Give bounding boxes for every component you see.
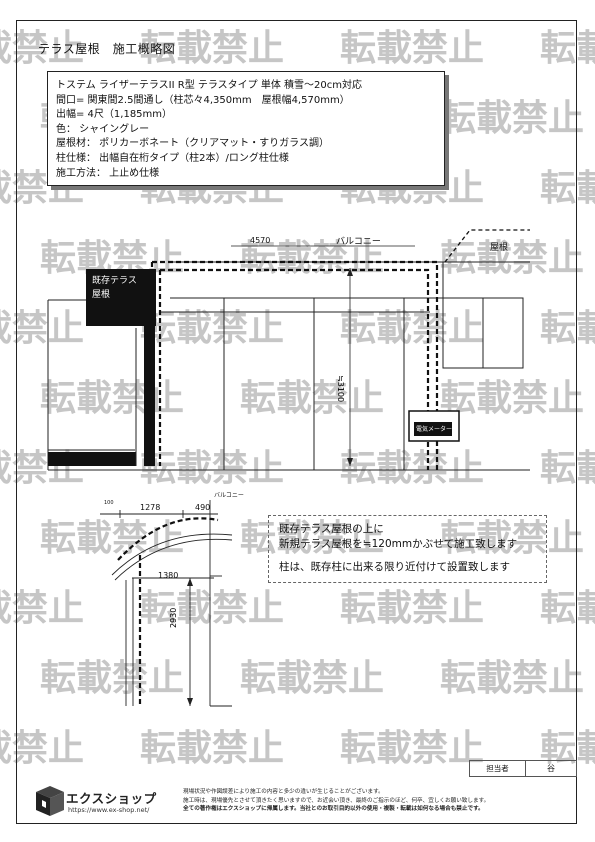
width-dim-label: 4570	[250, 236, 271, 245]
spec-line: 施工方法： 上止め仕様	[56, 167, 160, 179]
spec-line: トステム ライザーテラスII R型 テラスタイプ 単体 積雪～20cm対応	[56, 80, 363, 91]
note-line: 新規テラス屋根を≒120mmかぶせて施工致します	[279, 538, 518, 550]
existing-post	[144, 300, 155, 466]
meter-label: 電気メーター	[416, 426, 453, 433]
spec-line: 屋根材： ポリカーボネート（クリアマット・すりガラス調）	[56, 138, 329, 150]
sign-box: 担当者 谷	[469, 760, 577, 777]
height-dim-text: ≒3100	[336, 375, 345, 402]
spec-line: 柱仕様： 出幅自在桁タイプ（柱2本）/ロング柱仕様	[56, 152, 289, 164]
existing-roof-label: 既存テラス 屋根	[86, 269, 156, 326]
disclaimer: 現場状況や作図誤差により施工の内容と多少の違いが生じることがございます。 施工時…	[183, 789, 490, 812]
side-window	[482, 297, 524, 369]
new-roof-curve	[117, 517, 219, 561]
balcony-label: バルコニー	[336, 237, 381, 247]
spec-box: トステム ライザーテラスII R型 テラスタイプ 単体 積雪～20cm対応 間口…	[47, 71, 445, 186]
note-line: 既存テラス屋根の上に	[279, 523, 384, 535]
dim-2930-text: 2930	[169, 608, 178, 628]
roof-label: 屋根	[490, 243, 509, 253]
spec-line: 出幅= 4尺（1,185mm）	[56, 109, 173, 121]
page-frame	[16, 20, 577, 824]
existing-roof-curve	[111, 533, 233, 576]
dim-100: 100	[104, 500, 114, 506]
dim-1278: 1278	[140, 503, 161, 512]
brand-name: エクスショップ	[66, 791, 157, 806]
new-roof-outline	[152, 260, 439, 470]
spec-line: 色： シャイングレー	[56, 123, 150, 135]
dim-1380: 1380	[158, 571, 179, 580]
note-line: 柱は、既存柱に出来る限り近付けて設置致します	[279, 561, 510, 573]
sign-label: 担当者	[470, 761, 526, 776]
page-title: テラス屋根 施工概略図	[38, 42, 176, 56]
sign-name: 谷	[547, 764, 555, 773]
notes-box: 既存テラス屋根の上に 新規テラス屋根を≒120mmかぶせて施工致します 柱は、既…	[268, 515, 547, 583]
spec-line: 間口= 関東間2.5間通し（柱芯々4,350mm 屋根幅4,570mm）	[56, 94, 350, 106]
side-balcony-label: バルコニー	[214, 492, 244, 499]
dim-490: 490	[195, 503, 211, 512]
brand-logo-icon	[36, 786, 64, 816]
foundation-block	[48, 452, 136, 466]
roof-outline-right	[444, 229, 530, 263]
brand-url: https://www.ex-shop.net/	[68, 806, 150, 814]
